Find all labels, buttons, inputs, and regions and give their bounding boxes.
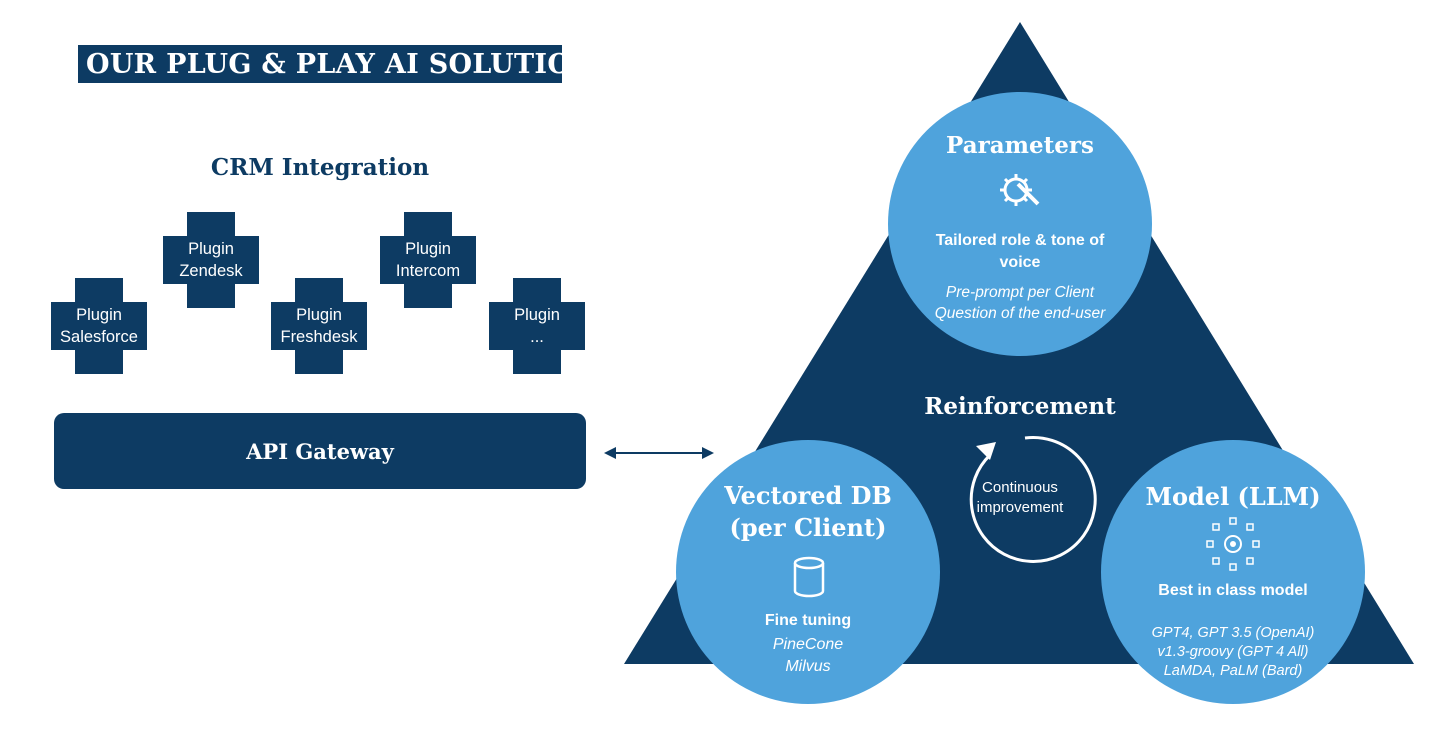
vectored-db-detail: PineCone Milvus <box>676 634 940 678</box>
parameters-heading-line: voice <box>999 254 1041 271</box>
plugin-label: Plugin <box>76 306 122 324</box>
reinforcement-line: Continuous <box>982 479 1058 496</box>
crm-integration-title: CRM Integration <box>210 154 430 181</box>
plugin-label: Plugin <box>296 306 342 324</box>
parameters-title: Parameters <box>946 132 1094 159</box>
model-heading: Best in class model <box>1158 582 1308 599</box>
model-detail: GPT4, GPT 3.5 (OpenAI) v1.3-groovy (GPT … <box>1101 624 1365 681</box>
model-llm-circle[interactable]: Model (LLM) Best in class model GPT4, GP… <box>1101 440 1365 704</box>
model-detail-line: v1.3-groovy (GPT 4 All) <box>1157 644 1309 660</box>
plugin-label: Plugin <box>514 306 560 324</box>
network-gear-icon <box>1206 517 1260 571</box>
reinforcement-title: Reinforcement <box>924 393 1116 420</box>
gear-pencil-icon <box>1000 174 1040 206</box>
vectored-db-detail-line: PineCone <box>772 636 844 653</box>
parameters-detail-line: Pre-prompt per Client <box>945 284 1095 301</box>
page-title: OUR PLUG & PLAY AI SOLUTION <box>78 45 596 83</box>
vectored-db-title-line: (per Client) <box>729 513 887 542</box>
api-gateway[interactable]: API Gateway <box>54 413 586 489</box>
parameters-detail-line: Question of the end-user <box>934 305 1106 322</box>
plugin-freshdesk[interactable]: Plugin Freshdesk <box>271 278 367 374</box>
vectored-db-heading: Fine tuning <box>764 612 852 629</box>
plugin-name: Salesforce <box>60 328 138 346</box>
plugin-intercom[interactable]: Plugin Intercom <box>380 212 476 308</box>
bidirectional-arrow-icon <box>604 447 714 459</box>
plugin-label: Plugin <box>188 240 234 258</box>
vectored-db-circle[interactable]: Vectored DB (per Client) Fine tuning Pin… <box>676 440 940 704</box>
parameters-detail: Pre-prompt per Client Question of the en… <box>888 282 1152 324</box>
plugin-zendesk[interactable]: Plugin Zendesk <box>163 212 259 308</box>
plugin-name: ... <box>530 328 544 346</box>
reinforcement-line: improvement <box>976 499 1064 516</box>
parameters-circle[interactable]: Parameters Tailored role & tone of voice… <box>888 92 1152 356</box>
plugin-name: Zendesk <box>179 262 243 280</box>
vectored-db-detail-line: Milvus <box>785 658 831 675</box>
model-detail-line: GPT4, GPT 3.5 (OpenAI) <box>1151 625 1315 641</box>
database-icon <box>793 556 825 598</box>
vectored-db-title-line: Vectored DB <box>724 481 892 510</box>
plugin-label: Plugin <box>405 240 451 258</box>
parameters-heading: Tailored role & tone of voice <box>888 230 1152 274</box>
circular-arrow-icon <box>969 435 1097 563</box>
parameters-heading-line: Tailored role & tone of <box>935 232 1105 249</box>
model-detail-line: LaMDA, PaLM (Bard) <box>1163 663 1303 679</box>
reinforcement-text: Continuous improvement <box>950 478 1090 518</box>
vectored-db-title: Vectored DB (per Client) <box>676 480 940 544</box>
plugin-more[interactable]: Plugin ... <box>489 278 585 374</box>
model-title: Model (LLM) <box>1145 482 1321 511</box>
plugin-salesforce[interactable]: Plugin Salesforce <box>51 278 147 374</box>
plugin-name: Freshdesk <box>280 328 358 346</box>
plugin-name: Intercom <box>395 262 461 280</box>
